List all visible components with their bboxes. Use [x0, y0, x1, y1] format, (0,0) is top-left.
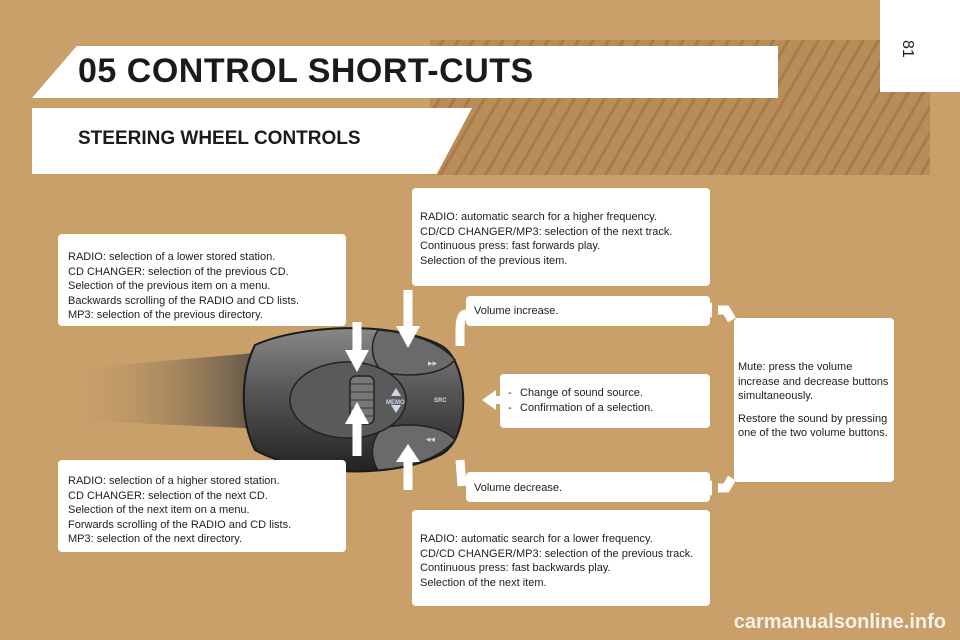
control-stalk-illustration: MEMO SRC ▸▸ ◂◂ [60, 327, 465, 473]
restore-text: Restore the sound by pressing one of the… [738, 412, 888, 440]
callout-line: Selection of the next item on a menu. [68, 504, 250, 516]
callout-line: CD/CD CHANGER/MP3: selection of the next… [420, 225, 673, 238]
callout-line: RADIO: automatic search for a lower freq… [420, 533, 653, 545]
page-title: 05 CONTROL SHORT-CUTS [78, 52, 534, 90]
arrow-top-right-head [396, 326, 420, 348]
volume-increase-text: Volume increase. [474, 305, 559, 317]
callout-bottom-left: RADIO: selection of a higher stored stat… [58, 460, 346, 552]
callout-line: Forwards scrolling of the RADIO and CD l… [68, 518, 292, 531]
callout-line: Selection of the previous item on a menu… [68, 280, 271, 292]
callout-line: RADIO: automatic search for a higher fre… [420, 211, 658, 223]
subtitle-bar [32, 108, 472, 174]
callout-line: CD CHANGER: selection of the previous CD… [68, 265, 289, 278]
arrow-top-left-head [345, 350, 369, 372]
page-tab [880, 0, 960, 92]
callout-line: Selection of the next item. [420, 576, 547, 589]
memo-label: MEMO [386, 400, 405, 406]
section-title: STEERING WHEEL CONTROLS [78, 128, 361, 149]
callout-volume-decrease: Volume decrease. [466, 472, 710, 502]
memo-wheel-housing [289, 361, 407, 439]
volume-decrease-text: Volume decrease. [474, 482, 563, 494]
callout-mute: Mute: press the volume increase and decr… [734, 318, 894, 482]
callout-line: Continuous press: fast backwards play. [420, 562, 611, 574]
callout-line: MP3: selection of the next directory. [68, 533, 243, 545]
stalk-shaft [60, 350, 290, 430]
arrow-mute-path-down [718, 475, 736, 493]
callout-line: CD/CD CHANGER/MP3: selection of the prev… [420, 547, 694, 560]
arrow-bottom-left-head [345, 402, 369, 424]
callout-line: RADIO: selection of a higher stored stat… [68, 475, 280, 487]
upper-seek-button [371, 329, 456, 376]
source-item: Confirmation of a selection. [506, 401, 706, 416]
forward-symbol: ▸▸ [428, 359, 438, 369]
callout-volume-increase: Volume increase. [466, 296, 710, 326]
callout-source: Change of sound source. Confirmation of … [500, 374, 710, 428]
callout-top-right: RADIO: automatic search for a higher fre… [412, 188, 710, 286]
callout-line: Backwards scrolling of the RADIO and CD … [68, 294, 300, 307]
callout-top-left: RADIO: selection of a lower stored stati… [58, 234, 346, 326]
backward-symbol: ◂◂ [426, 435, 436, 445]
arrow-bottom-right-head [396, 444, 420, 462]
arrow-volume-down-path [455, 459, 467, 487]
source-list: Change of sound source. Confirmation of … [506, 386, 706, 415]
callout-line: Selection of the previous item. [420, 254, 568, 267]
arrow-src-stem [494, 396, 502, 404]
mute-text: Mute: press the volume increase and decr… [738, 361, 889, 402]
source-item: Change of sound source. [506, 386, 706, 401]
callout-line: MP3: selection of the previous directory… [68, 309, 263, 321]
lower-seek-button [371, 424, 456, 471]
arrow-mute-path-up [718, 305, 736, 323]
memo-up-arrow [391, 388, 401, 396]
src-label: SRC [434, 398, 447, 404]
arrow-src-head [482, 390, 496, 410]
callout-bottom-right: RADIO: automatic search for a lower freq… [412, 510, 710, 606]
callout-line: Continuous press: fast forwards play. [420, 240, 601, 252]
title-bar [32, 46, 778, 98]
watermark: carmanualsonline.info [733, 611, 946, 633]
callout-line: RADIO: selection of a lower stored stati… [68, 251, 276, 263]
callout-line: CD CHANGER: selection of the next CD. [68, 489, 268, 502]
memo-down-arrow [391, 405, 401, 413]
